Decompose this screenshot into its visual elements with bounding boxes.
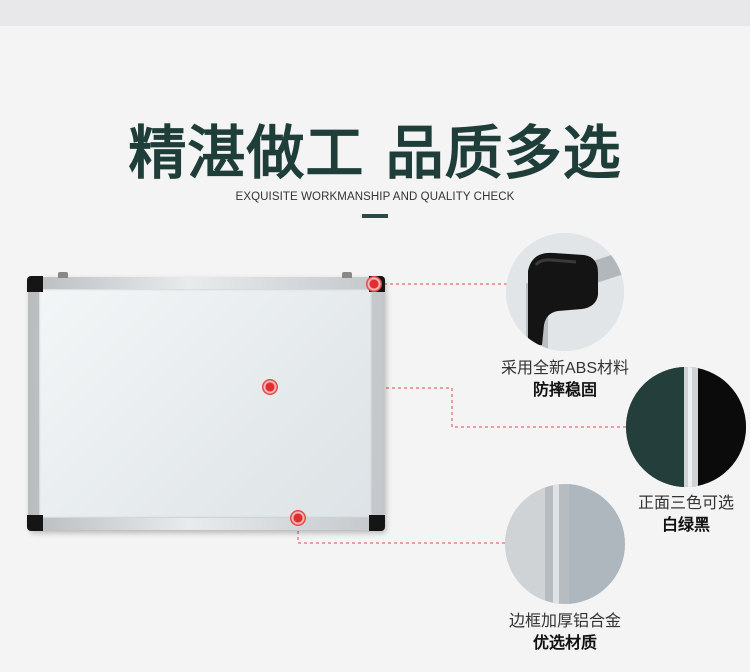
- top-bar: [0, 0, 750, 26]
- hanger-right: [342, 272, 352, 278]
- frame-closeup-image: [505, 484, 625, 604]
- board-surface: [39, 289, 372, 518]
- hanger-left: [58, 272, 68, 278]
- marker-surface-dot: [262, 379, 278, 395]
- page-title: 精湛做工 品质多选: [128, 119, 622, 187]
- corner-cap-top-left: [27, 276, 43, 292]
- feature-abs-line1: 采用全新ABS材料: [500, 360, 630, 377]
- corner-closeup-image: [506, 233, 624, 351]
- page-subtitle: EXQUISITE WORKMANSHIP AND QUALITY CHECK: [235, 191, 515, 203]
- corner-cap-bottom-left: [27, 515, 43, 531]
- feature-abs-line2: 防摔稳固: [532, 382, 597, 399]
- marker-corner-dot: [366, 276, 382, 292]
- feature-frame-line2: 优选材质: [532, 635, 597, 652]
- whiteboard: [27, 272, 385, 531]
- feature-frame-label: 边框加厚铝合金 优选材质: [482, 611, 648, 655]
- feature-color-label: 正面三色可选 白绿黑: [620, 493, 750, 537]
- corner-cap-bottom-right: [369, 515, 385, 531]
- feature-abs-label: 采用全新ABS材料 防摔稳固: [486, 358, 644, 402]
- feature-frame-line1: 边框加厚铝合金: [508, 613, 621, 630]
- feature-color-line2: 白绿黑: [661, 517, 710, 534]
- marker-frame-dot: [290, 510, 306, 526]
- title-underline: [362, 214, 388, 218]
- color-options-closeup-image: [626, 367, 746, 487]
- feature-color-line1: 正面三色可选: [637, 495, 734, 512]
